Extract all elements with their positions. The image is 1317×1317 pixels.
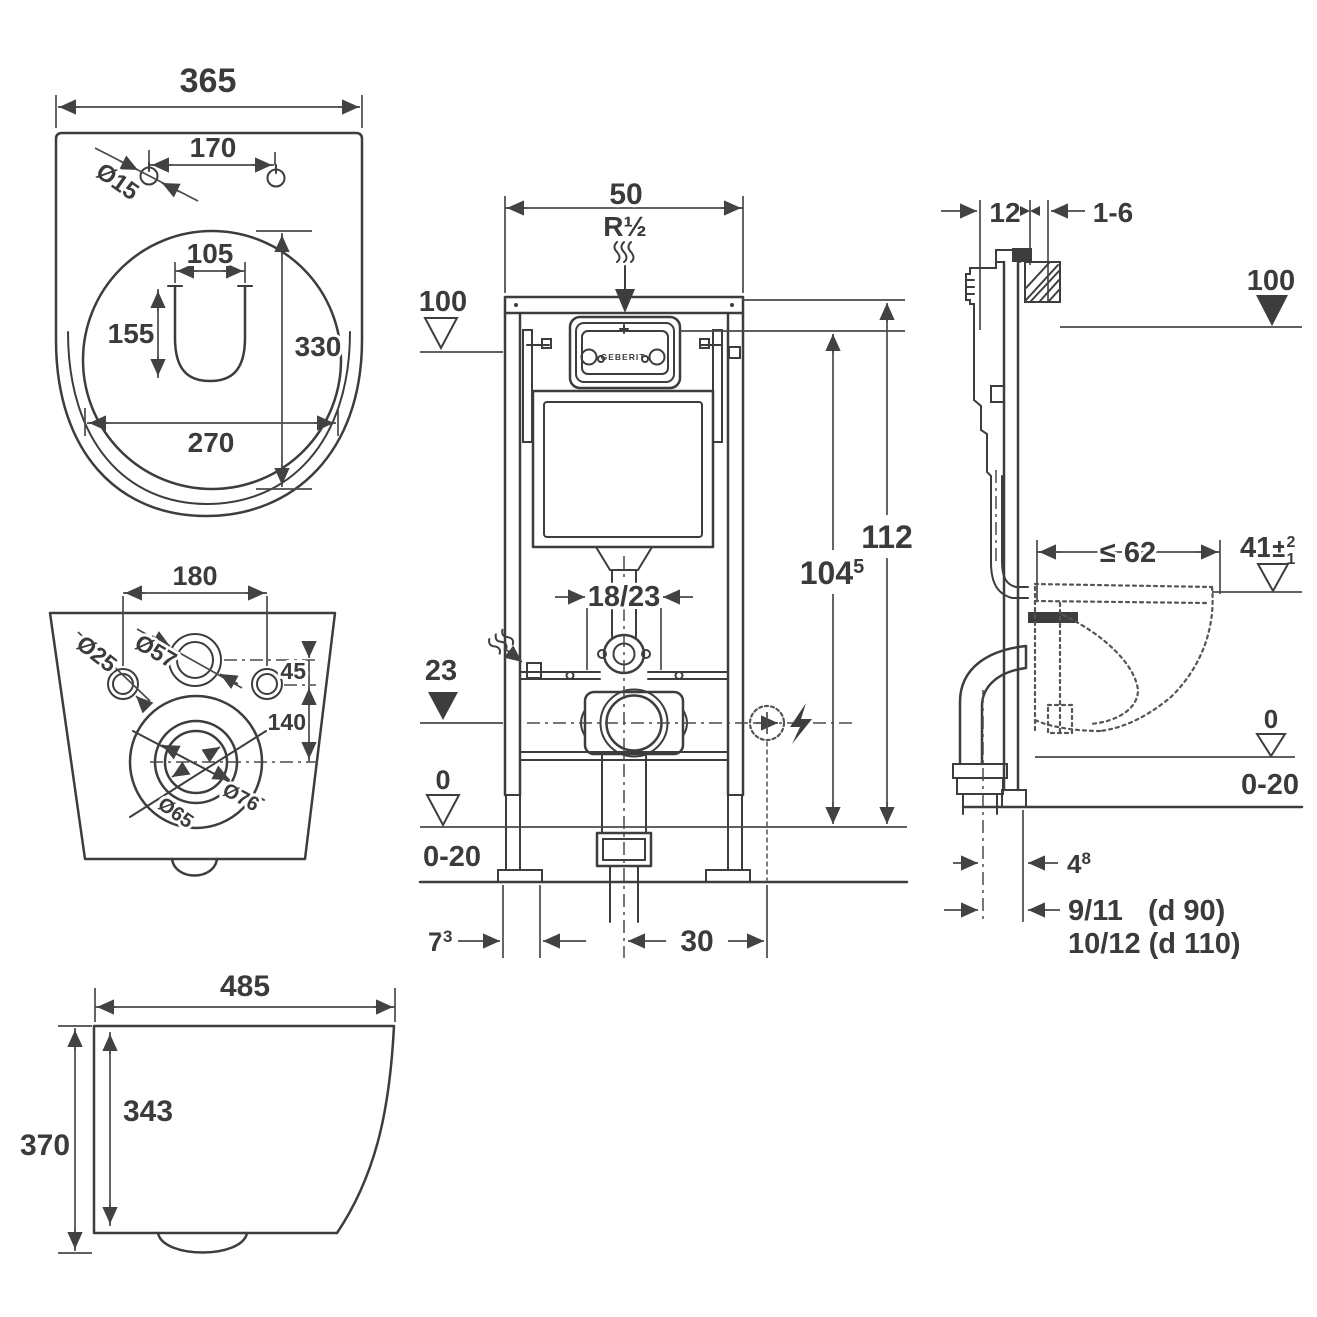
outlet-socket (595, 831, 653, 868)
dim-side-frame-depth: 12 (989, 197, 1020, 228)
dim-supply-thread: R½ (603, 211, 647, 242)
dim-opening-width: 105 (187, 238, 234, 269)
frame-foot-right (727, 794, 743, 871)
flush-hole (168, 633, 222, 687)
hot-supply-icon (613, 241, 635, 263)
toilet-top-view: 365 170 Ø15 105 155 330 (54, 59, 364, 518)
dim-small-hole-dia: Ø25 (72, 630, 122, 677)
dim-outlet-v1: 9/11 (1068, 895, 1123, 927)
dim-bowl-depth: 330 (295, 331, 342, 362)
floor-range-label: 0-20 (423, 841, 481, 873)
dim-plate-height: 1045 (800, 555, 865, 591)
cistern-profile (965, 249, 1021, 563)
cistern-funnel (594, 546, 654, 571)
cistern-inner (543, 401, 703, 538)
flush-plate-frame (568, 315, 682, 390)
cistern-outline (531, 389, 715, 549)
opening-outline (173, 284, 247, 383)
level-23-label: 23 (425, 655, 457, 687)
foot-plate-right (705, 869, 751, 883)
frame-foot-left (505, 794, 521, 871)
bowl-dashed-outline (1033, 582, 1214, 735)
dim-frame-height: 112 (861, 519, 913, 555)
fix-hole-left (107, 668, 139, 700)
supply-wall-box (1024, 261, 1061, 303)
side-level-0-marker (1255, 733, 1287, 758)
conduit-circle (748, 704, 786, 742)
dim-outlet-v1-note: (d 90) (1148, 895, 1225, 927)
installation-frame-front-view: GEBERIT (416, 175, 916, 961)
dim-profile-inner-height: 343 (123, 1095, 173, 1128)
drain-inner (163, 729, 229, 795)
bowl-outline (54, 131, 364, 518)
flush-bend (990, 561, 1029, 599)
level-100-marker (423, 317, 459, 351)
toilet-side-profile: 485 343 370 (17, 967, 396, 1254)
profile-outline (92, 1024, 396, 1235)
rear-outline (48, 611, 337, 861)
dim-bolt-pitch: 180 (172, 561, 217, 591)
side-floor-range: 0-20 (1241, 769, 1299, 801)
side-level-0-label: 0 (1264, 704, 1278, 734)
flush-button-left (580, 348, 598, 366)
flush-button-right (648, 348, 666, 366)
side-level-100-label: 100 (1247, 265, 1295, 297)
dim-frame-depth: 18/23 (588, 581, 661, 613)
side-level-100-marker (1256, 295, 1288, 326)
water-supply-icon (488, 628, 515, 655)
dim-foot-offset: 73 (428, 927, 453, 957)
profile-trap-bump (156, 1231, 249, 1254)
dim-vertical-offset: 45 (280, 658, 306, 684)
dim-outlet-offset: 30 (680, 925, 713, 958)
brand-label: GEBERIT (601, 352, 646, 362)
level-0-marker (425, 794, 461, 828)
mount-bolt (1028, 612, 1078, 623)
dim-bowl-depth-max: ≤ 62 (1100, 537, 1156, 569)
drain-elbow (958, 644, 1028, 766)
level-0-label: 0 (435, 765, 450, 795)
installation-frame-side-view: 12 1-6 100 (941, 194, 1304, 963)
dim-overall-width: 365 (180, 62, 237, 100)
foot-plate-left (497, 869, 543, 883)
rear-trap-bump (170, 857, 219, 877)
dim-pipe-wall: 48 (1067, 849, 1091, 879)
dim-flush-hole-dia: Ø57 (131, 629, 182, 673)
side-foot (1001, 789, 1027, 808)
dim-hole-dia: Ø15 (91, 158, 144, 206)
dim-profile-height: 370 (20, 1129, 70, 1162)
dim-hole-pitch: 170 (190, 132, 237, 163)
toilet-rear-view: 180 Ø25 Ø57 45 140 Ø65 Ø76 (48, 558, 337, 877)
dim-wall-finish: 1-6 (1093, 197, 1133, 228)
dim-bowl-width: 270 (188, 427, 235, 458)
level-100-label: 100 (419, 286, 467, 318)
dim-opening-depth: 155 (108, 318, 155, 349)
dim-outlet-v2: 10/12 (d 110) (1068, 928, 1241, 960)
dim-frame-width: 50 (609, 178, 642, 211)
fix-hole-right (251, 668, 283, 700)
lightning-icon (790, 703, 812, 744)
seat-circle (81, 229, 343, 491)
level-23-marker (428, 692, 458, 720)
dim-drain-offset: 140 (268, 709, 306, 735)
top-wall-bracket (1012, 248, 1032, 262)
seat-height-marker (1256, 563, 1290, 594)
dim-profile-depth: 485 (220, 970, 270, 1003)
supply-arrow (615, 289, 635, 313)
